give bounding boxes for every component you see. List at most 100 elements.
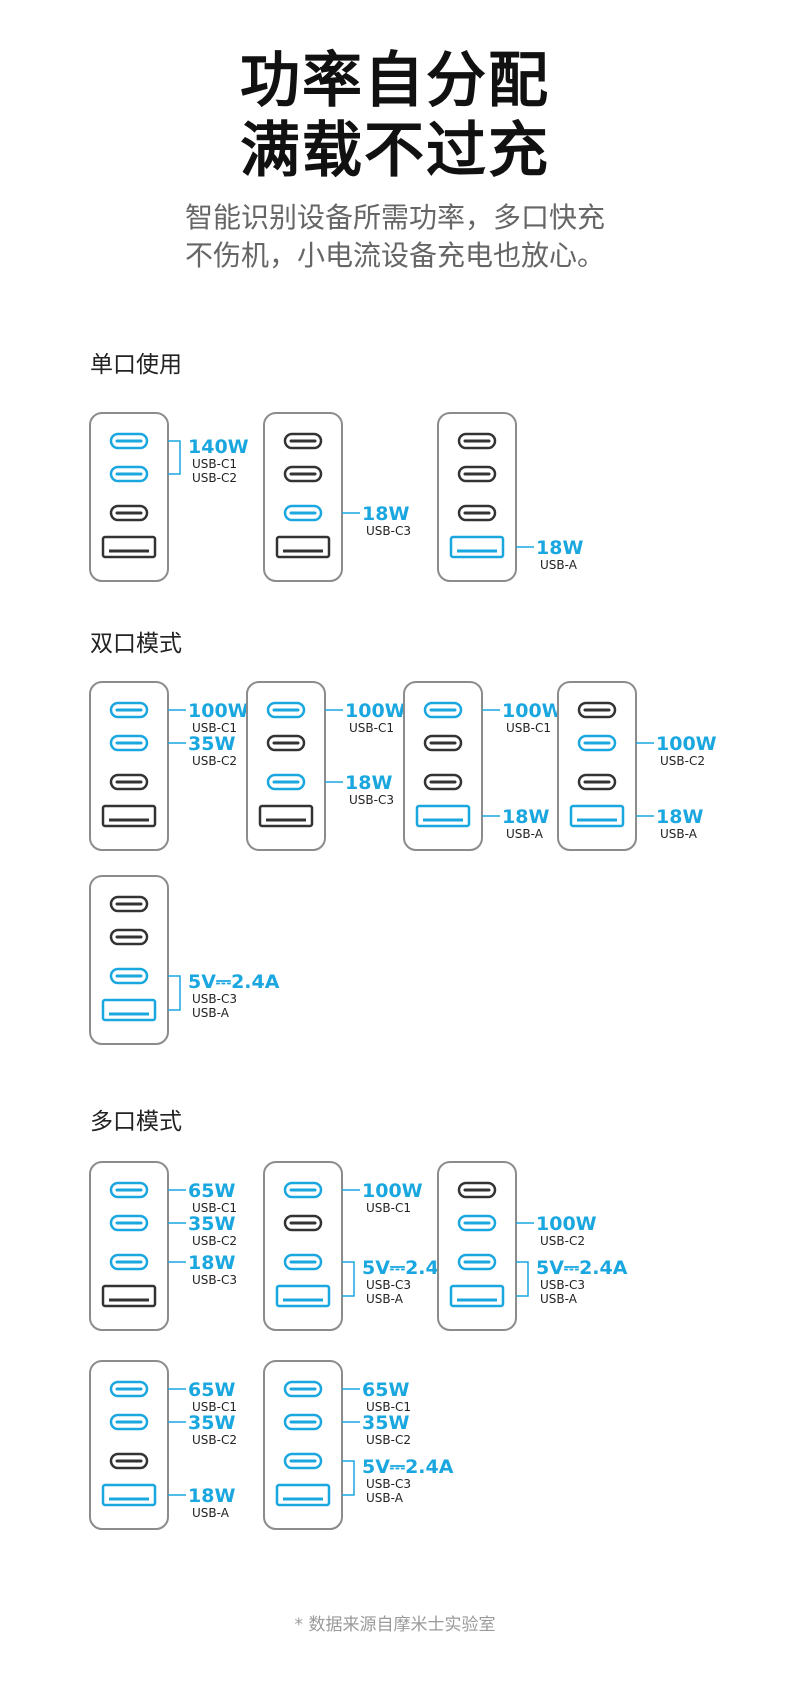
port-name: USB-A	[540, 1292, 578, 1306]
power-value: 18W	[188, 1252, 235, 1274]
port-name: USB-C1	[192, 721, 237, 735]
power-value: 100W	[345, 700, 406, 722]
port-name: USB-A	[366, 1292, 404, 1306]
port-name: USB-C3	[540, 1278, 585, 1292]
port-name: USB-C3	[349, 793, 394, 807]
port-name: USB-C2	[366, 1433, 411, 1447]
port-name: USB-C3	[366, 1278, 411, 1292]
connector-bracket	[342, 1460, 355, 1496]
usb-a-port	[275, 1284, 331, 1308]
connector-bracket	[168, 975, 181, 1011]
power-value: 65W	[188, 1180, 235, 1202]
port-name: USB-C3	[366, 1477, 411, 1491]
power-value: 100W	[656, 733, 717, 755]
port-name: USB-C1	[366, 1201, 411, 1215]
power-value: 100W	[502, 700, 563, 722]
power-value: 65W	[188, 1379, 235, 1401]
power-value: 35W	[362, 1412, 409, 1434]
port-name: USB-C2	[192, 754, 237, 768]
usb-a-port	[101, 1483, 157, 1507]
footnote: * 数据来源自摩米士实验室	[294, 1615, 496, 1635]
power-value: 100W	[536, 1213, 597, 1235]
section-title-multi: 多口模式	[90, 1109, 182, 1135]
page-subtitle-line-1: 智能识别设备所需功率，多口快充	[184, 201, 605, 234]
page-title-line-1: 功率自分配	[240, 46, 550, 116]
power-value: 5V⎓2.4A	[536, 1257, 628, 1279]
port-name: USB-C3	[366, 524, 411, 538]
connector-bracket	[168, 440, 181, 475]
usb-a-port	[101, 1284, 157, 1308]
usb-a-port	[275, 535, 331, 559]
usb-a-port	[101, 998, 157, 1022]
port-name: USB-A	[366, 1491, 404, 1505]
power-value: 35W	[188, 1412, 235, 1434]
port-name: USB-A	[192, 1006, 230, 1020]
section-title-dual: 双口模式	[90, 631, 182, 657]
usb-a-port	[449, 1284, 505, 1308]
port-name: USB-C1	[366, 1400, 411, 1414]
port-name: USB-C3	[192, 1273, 237, 1287]
port-name: USB-A	[506, 827, 544, 841]
page-title-line-2: 满载不过充	[240, 116, 550, 186]
power-value: 18W	[345, 772, 392, 794]
power-value: 5V⎓2.4A	[362, 1257, 454, 1279]
port-name: USB-C2	[192, 1433, 237, 1447]
usb-a-port	[275, 1483, 331, 1507]
usb-a-port	[258, 804, 314, 828]
power-value: 35W	[188, 1213, 235, 1235]
port-name: USB-C2	[192, 471, 237, 485]
power-value: 65W	[362, 1379, 409, 1401]
port-name: USB-C1	[349, 721, 394, 735]
usb-a-port	[415, 804, 471, 828]
power-value: 18W	[188, 1485, 235, 1507]
port-name: USB-C1	[192, 1400, 237, 1414]
port-name: USB-C3	[192, 992, 237, 1006]
usb-a-port	[569, 804, 625, 828]
usb-a-port	[101, 804, 157, 828]
port-name: USB-A	[660, 827, 698, 841]
power-value: 100W	[188, 700, 249, 722]
connector-bracket	[342, 1261, 355, 1297]
port-name: USB-C2	[192, 1234, 237, 1248]
usb-a-port	[449, 535, 505, 559]
section-title-single: 单口使用	[90, 352, 182, 378]
port-name: USB-C1	[192, 457, 237, 471]
port-name: USB-C2	[540, 1234, 585, 1248]
port-name: USB-A	[192, 1506, 230, 1520]
port-name: USB-C1	[192, 1201, 237, 1215]
